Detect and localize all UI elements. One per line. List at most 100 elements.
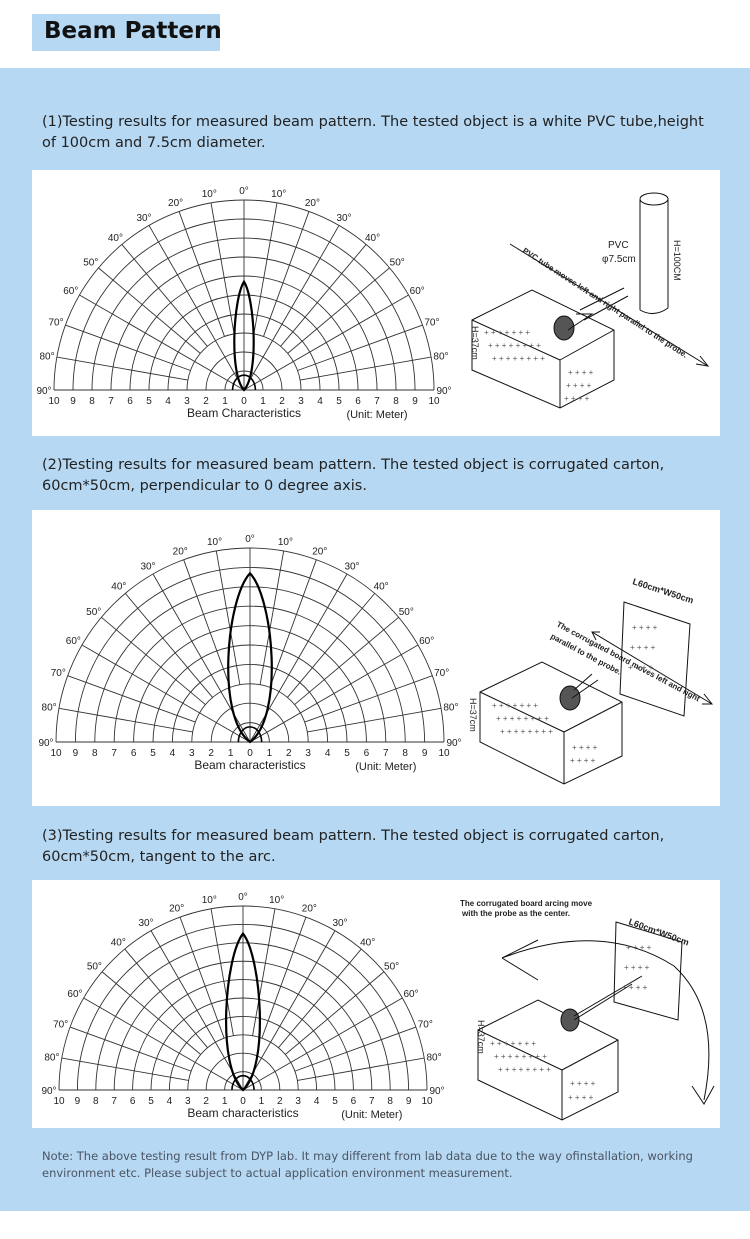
angle-label: 80° [443, 703, 458, 714]
angle-label: 80° [44, 1052, 59, 1063]
distance-label: 9 [422, 748, 428, 759]
svg-text:+ + + +: + + + + [568, 1093, 594, 1102]
near-field-lobe [237, 726, 263, 743]
angle-label: 80° [426, 1052, 441, 1063]
motion-arrow [591, 631, 713, 705]
svg-text:+ + + + + + + +: + + + + + + + + [498, 1065, 551, 1074]
beam-chart-1: 0°10°10°20°20°30°30°40°40°50°50°60°60°70… [36, 186, 710, 421]
sensor-probe [559, 685, 581, 711]
distance-label: 4 [314, 1096, 320, 1107]
angle-label: 50° [399, 607, 414, 618]
distance-label: 6 [355, 396, 361, 407]
distance-label: 2 [208, 748, 214, 759]
angle-label: 0° [238, 892, 248, 903]
distance-label: 1 [222, 1096, 228, 1107]
distance-label: 9 [412, 396, 418, 407]
svg-text:+ + + +: + + + + [630, 643, 656, 652]
distance-label: 2 [279, 396, 285, 407]
section-1-panel: 0°10°10°20°20°30°30°40°40°50°50°60°60°70… [32, 170, 720, 436]
angle-label: 30° [332, 918, 347, 929]
distance-label: 3 [185, 1096, 191, 1107]
distance-label: 5 [332, 1096, 338, 1107]
beam-chart-3: 0°10°10°20°20°30°30°40°40°50°50°60°60°70… [41, 892, 715, 1121]
distance-label: 5 [148, 1096, 154, 1107]
svg-text:+ + + +: + + + + [628, 663, 654, 672]
angle-label: 10° [269, 895, 284, 906]
angle-label: 80° [433, 351, 448, 362]
distance-label: 1 [260, 396, 266, 407]
distance-label: 6 [364, 748, 370, 759]
arc-scene [477, 921, 715, 1121]
angle-label: 20° [173, 546, 188, 557]
sensor-height-label: H=37cm [476, 1020, 486, 1054]
distance-label: 5 [146, 396, 152, 407]
header: Beam Pattern [0, 0, 750, 68]
angle-label: 60° [63, 286, 78, 297]
distance-label: 7 [111, 1096, 117, 1107]
distance-label: 3 [305, 748, 311, 759]
section-1-description: (1)Testing results for measured beam pat… [42, 114, 704, 151]
distance-label: 3 [295, 1096, 301, 1107]
angle-label: 60° [67, 989, 82, 1000]
distance-label: 10 [48, 396, 60, 407]
angle-label: 20° [169, 904, 184, 915]
distance-label: 8 [89, 396, 95, 407]
angle-label: 20° [168, 198, 183, 209]
beam-lobe [227, 571, 273, 744]
distance-label: 8 [402, 748, 408, 759]
distance-label: 6 [131, 748, 137, 759]
distance-label: 1 [259, 1096, 265, 1107]
svg-text:+ + + +: + + + + [570, 1079, 596, 1088]
angle-label: 20° [312, 546, 327, 557]
sensor-probe [553, 315, 575, 341]
svg-text:+ + + +: + + + + [622, 983, 648, 992]
distance-label: 7 [111, 748, 117, 759]
angle-label: 30° [336, 213, 351, 224]
svg-text:+ + + + + + + +: + + + + + + + + [496, 714, 549, 723]
distance-label: 5 [150, 748, 156, 759]
svg-text:+ + + + + + +: + + + + + + + [490, 1039, 536, 1048]
top-label-1: The corrugated board arcing move [460, 899, 593, 908]
distance-label: 4 [325, 748, 331, 759]
svg-text:+ + + + + + +: + + + + + + + [492, 701, 538, 710]
distance-label: 4 [165, 396, 171, 407]
carton-scene [479, 601, 714, 785]
angle-label: 70° [434, 668, 449, 679]
near-field-lobe [231, 1074, 255, 1091]
sensor-box [471, 289, 615, 409]
chart-caption: Beam characteristics [194, 758, 305, 772]
distance-label: 8 [387, 1096, 393, 1107]
near-field-lobe [231, 374, 257, 391]
angle-label: 0° [239, 186, 249, 197]
angle-label: 90° [429, 1086, 444, 1097]
distance-label: 4 [167, 1096, 173, 1107]
angle-label: 10° [207, 537, 222, 548]
distance-label: 8 [93, 1096, 99, 1107]
svg-text:+ + + +: + + + + [570, 756, 596, 765]
angle-label: 30° [136, 213, 151, 224]
distance-label: 7 [383, 748, 389, 759]
distance-label: 7 [369, 1096, 375, 1107]
unit-label: (Unit: Meter) [355, 761, 416, 773]
angle-label: 50° [86, 607, 101, 618]
distance-label: 6 [127, 396, 133, 407]
angle-label: 30° [138, 918, 153, 929]
pvc-tube-top [639, 192, 669, 206]
angle-label: 50° [83, 257, 98, 268]
distance-label: 2 [286, 748, 292, 759]
distance-label: 10 [438, 748, 450, 759]
polar-grid-1: 0°10°10°20°20°30°30°40°40°50°50°60°60°70… [36, 186, 451, 421]
angle-label: 80° [39, 351, 54, 362]
angle-label: 90° [36, 386, 51, 397]
carton-board [619, 601, 691, 717]
top-label-2: with the probe as the center. [461, 909, 570, 918]
distance-label: 9 [75, 1096, 81, 1107]
distance-label: 8 [393, 396, 399, 407]
unit-label: (Unit: Meter) [346, 409, 407, 421]
angle-label: 30° [344, 561, 359, 572]
angle-label: 40° [111, 937, 126, 948]
section-3-panel: 0°10°10°20°20°30°30°40°40°50°50°60°60°70… [32, 880, 720, 1128]
motion-arrow [509, 243, 709, 367]
svg-text:+ + + +: + + + + [626, 943, 652, 952]
distance-label: 4 [317, 396, 323, 407]
